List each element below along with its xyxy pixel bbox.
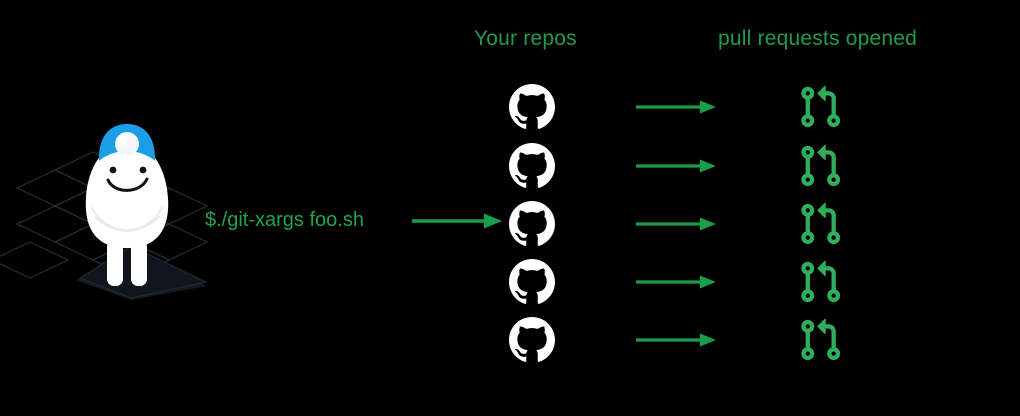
mapping-row (0, 201, 1020, 257)
git-pull-request-icon (797, 143, 843, 189)
mapping-row (0, 84, 1020, 140)
mascot-helmet (99, 124, 155, 161)
arrow-right-icon (636, 99, 718, 120)
mascot-smile (106, 177, 149, 192)
command-text: $./git-xargs foo.sh (205, 209, 364, 231)
git-pull-request-icon (797, 201, 843, 247)
arrow-right-icon (636, 332, 718, 353)
mapping-row (0, 143, 1020, 199)
mapping-row (0, 259, 1020, 315)
mascot-eye-left (109, 166, 117, 174)
mascot-eye-right (139, 166, 147, 174)
arrow-right-icon (636, 158, 718, 179)
github-octocat-icon (509, 84, 555, 130)
column-heading-pull-requests: pull requests opened (718, 27, 917, 50)
arrow-right-icon (636, 274, 718, 295)
mascot-illustration (0, 120, 215, 300)
github-octocat-icon (509, 317, 555, 363)
git-pull-request-icon (797, 84, 843, 130)
mapping-row (0, 317, 1020, 373)
git-pull-request-icon (797, 259, 843, 305)
column-heading-repos: Your repos (474, 27, 577, 50)
mascot-body (85, 142, 169, 286)
git-pull-request-icon (797, 317, 843, 363)
github-octocat-icon (509, 201, 555, 247)
command-arrow-icon (412, 212, 504, 235)
github-octocat-icon (509, 143, 555, 189)
github-octocat-icon (509, 259, 555, 305)
arrow-right-icon (636, 216, 718, 237)
